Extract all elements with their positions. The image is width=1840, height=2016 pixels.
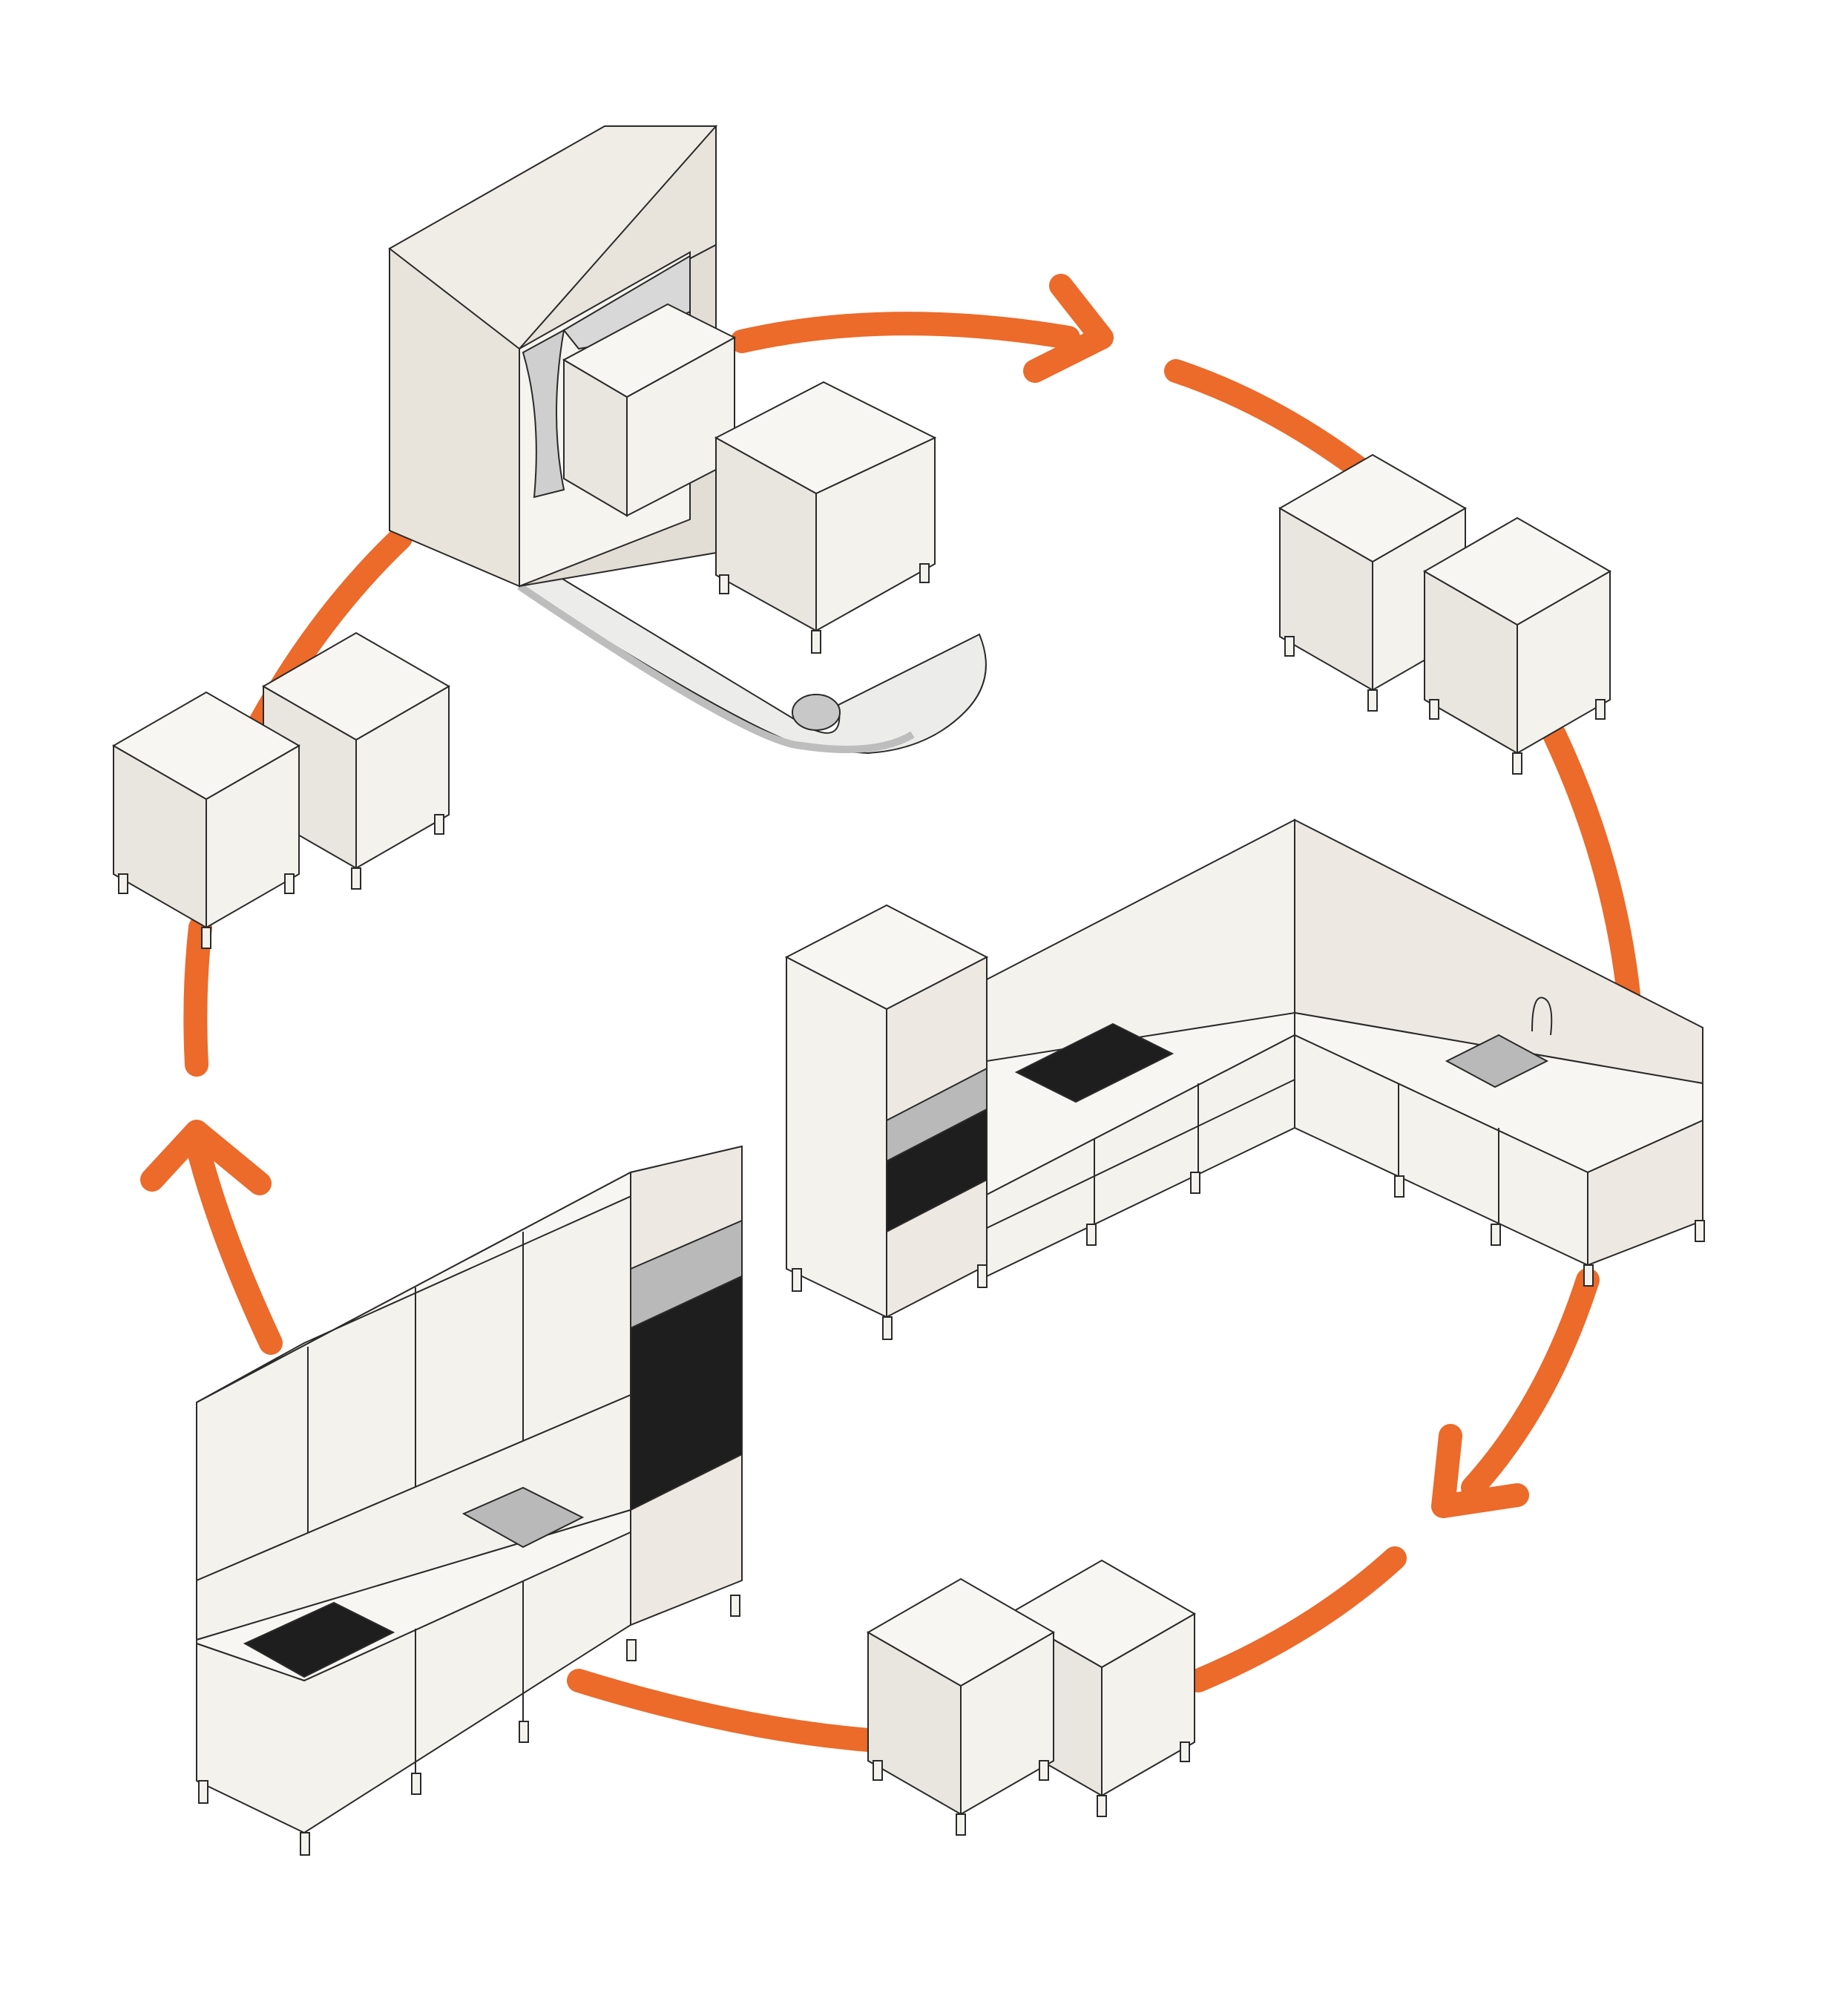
arrow-right-segment (1542, 723, 1640, 1006)
arrowhead-left-icon (140, 1120, 272, 1195)
modules-upper-left (113, 632, 450, 949)
arrow-lower-left-segment (185, 1131, 283, 1355)
arrowhead-lower-right-icon (1431, 1424, 1529, 1518)
induction-hob-icon (1014, 1022, 1174, 1103)
conveyor-belt (517, 551, 987, 755)
belt-roller-icon (792, 694, 841, 731)
modules-bottom (867, 1560, 1195, 1836)
induction-hob-icon (243, 1601, 395, 1678)
arrow-bottom-right-segment (1186, 1546, 1407, 1692)
modules-upper-right (1279, 454, 1611, 775)
arrow-lower-right-segment (1461, 1268, 1600, 1500)
kitchen-l-shaped (784, 818, 1705, 1340)
kitchen-straight-run (196, 1145, 743, 1856)
module-in-machine (562, 303, 737, 517)
module-on-conveyor (714, 381, 937, 654)
arrow-bottom-segment (567, 1669, 880, 1752)
arrow-left-segment (183, 916, 212, 1077)
arrow-top-segment (730, 312, 1080, 353)
arrowhead-top-icon (1023, 274, 1114, 383)
oven-icon (886, 1108, 988, 1233)
sink-icon (1445, 1034, 1549, 1089)
arrow-upper-right-segment (1164, 359, 1384, 490)
sink-icon (461, 1486, 585, 1549)
production-machine (388, 125, 987, 755)
